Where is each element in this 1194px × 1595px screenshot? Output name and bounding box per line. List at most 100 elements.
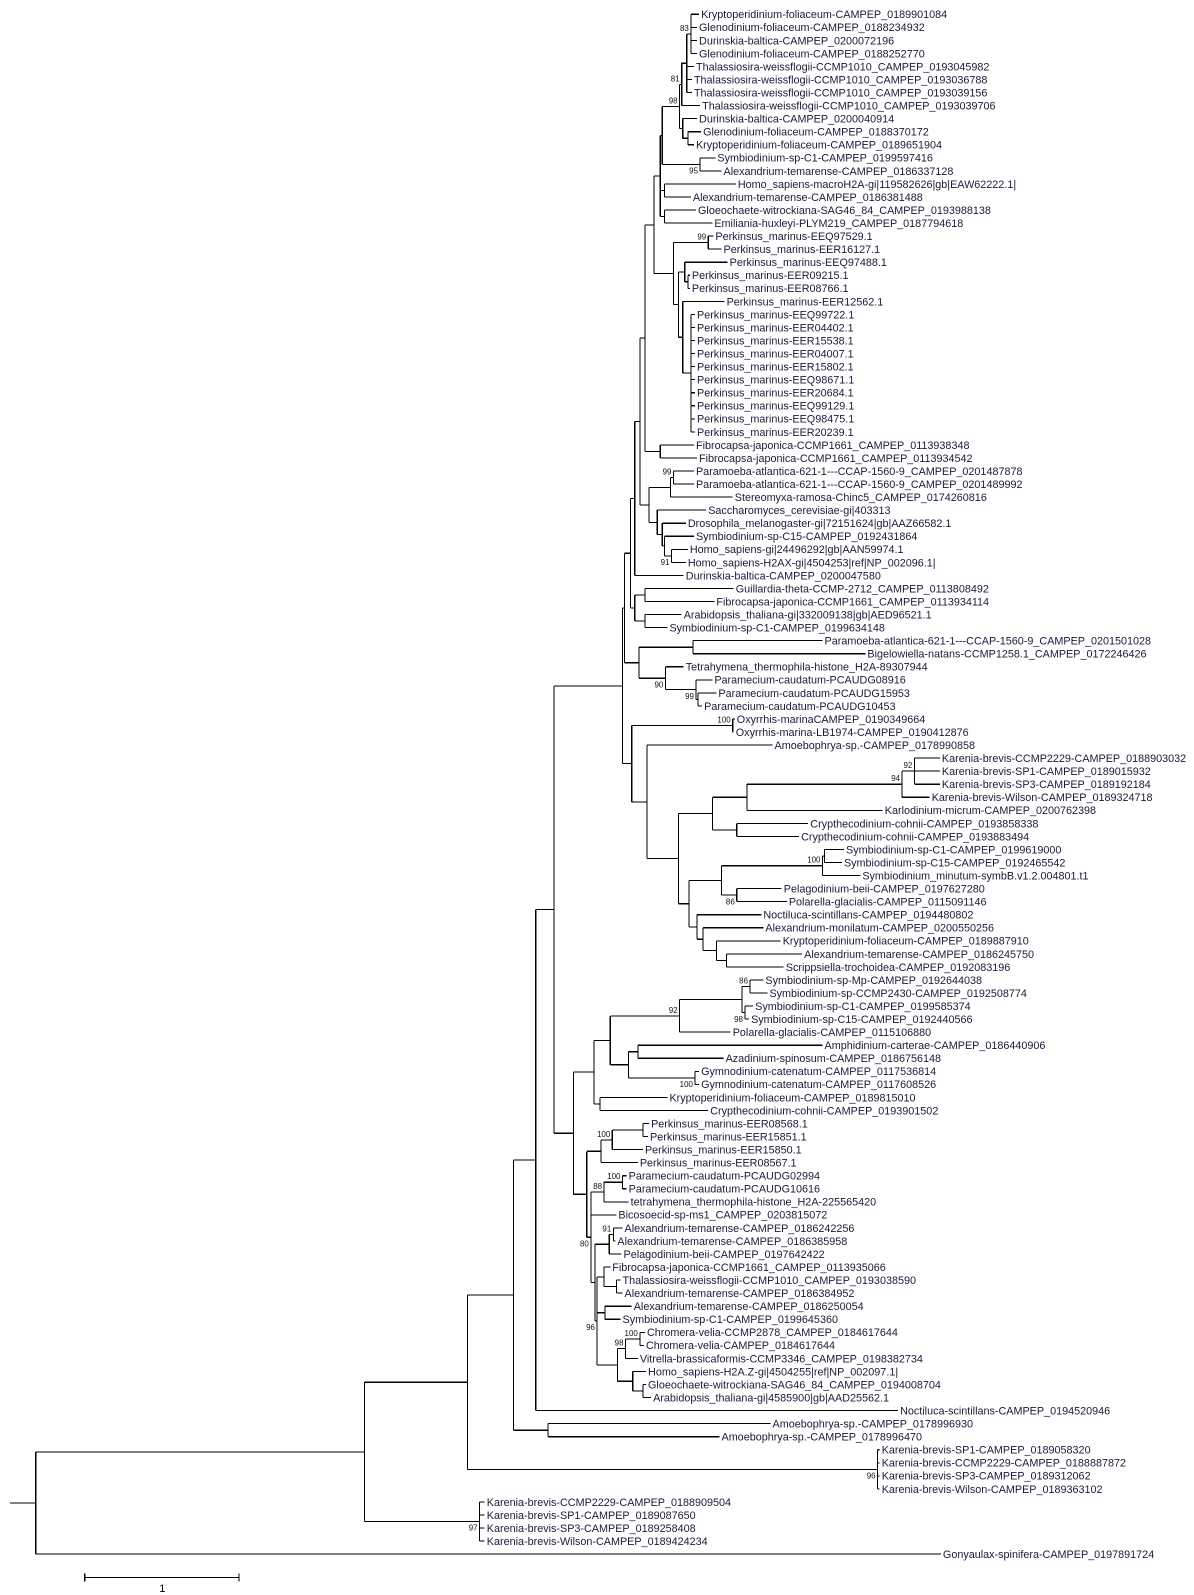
bootstrap-support: 95 [689, 167, 698, 176]
leaf-label: Thalassiosira-weissflogii-CCMP1010_CAMPE… [702, 101, 995, 113]
leaf-label: Paramoeba-atlantica-621-1---CCAP-1560-9_… [696, 466, 1023, 478]
leaf-label: Glenodinium-foliaceum-CAMPEP_0188252770 [699, 48, 925, 60]
leaf-label: Karenia-brevis-SP1-CAMPEP_0189058320 [882, 1445, 1091, 1457]
leaf-label: Kryptoperidinium-foliaceum-CAMPEP_018965… [696, 140, 942, 152]
bootstrap-support: 99 [685, 692, 694, 701]
leaf-label: Perkinsus_marinus-EER16127.1 [724, 244, 881, 256]
leaf-label: Azadinium-spinosum-CAMPEP_0186756148 [726, 1053, 941, 1065]
leaf-label: Crypthecodinium-cohnii-CAMPEP_0193858338 [810, 818, 1038, 830]
leaf-label: Emiliania-huxleyi-PLYM219_CAMPEP_0187794… [714, 218, 963, 230]
leaf-label: Perkinsus_marinus-EER15850.1 [645, 1144, 802, 1156]
leaf-label: Perkinsus_marinus-EER15538.1 [697, 335, 854, 347]
leaf-label: Alexandrium-temarense-CAMPEP_0186385958 [617, 1236, 847, 1248]
leaf-label: Polarella-glacialis-CAMPEP_0115106880 [733, 1027, 931, 1039]
leaf-label: Symbiodinium-sp-C1-CAMPEP_0199597416 [717, 153, 932, 165]
leaf-label: tetrahymena_thermophila-histone_H2A-2255… [631, 1197, 877, 1209]
leaf-label: Alexandrium-temarense-CAMPEP_0186337128 [724, 166, 954, 178]
bootstrap-support: 86 [739, 976, 748, 985]
leaf-label: Crypthecodinium-cohnii-CAMPEP_0193901502 [710, 1105, 938, 1117]
bootstrap-support: 98 [615, 1339, 624, 1348]
leaf-label: Karenia-brevis-SP3-CAMPEP_0189312062 [882, 1471, 1091, 1483]
leaf-label: Oxyrrhis-marinaCAMPEP_0190349664 [737, 714, 925, 726]
leaf-label: Perkinsus_marinus-EER15802.1 [697, 362, 854, 374]
leaf-label: Kryptoperidinium-foliaceum-CAMPEP_018990… [701, 9, 947, 21]
bootstrap-support: 91 [602, 1224, 611, 1233]
leaf-label: Perkinsus_marinus-EEQ98671.1 [697, 375, 854, 387]
bootstrap-support: 100 [607, 1172, 621, 1181]
bootstrap-support: 97 [469, 1524, 478, 1533]
leaf-label: Perkinsus_marinus-EEQ99722.1 [697, 309, 854, 321]
leaf-label: Vitrella-brassicaformis-CCMP3346_CAMPEP_… [640, 1353, 923, 1365]
leaf-label: Symbiodinium-sp-C1-CAMPEP_0199645360 [623, 1314, 838, 1326]
leaf-label: Kryptoperidinium-foliaceum-CAMPEP_018981… [669, 1092, 915, 1104]
bootstrap-support: 99 [697, 233, 706, 242]
leaf-label: Fibrocapsa-japonica-CCMP1661_CAMPEP_0113… [716, 596, 989, 608]
leaf-label: Noctiluca-scintillans-CAMPEP_0194480802 [763, 910, 973, 922]
leaf-label: Saccharomyces_cerevisiae-gi|403313 [708, 505, 890, 517]
leaf-label: Amoebophrya-sp.-CAMPEP_0178996930 [773, 1419, 973, 1431]
leaf-label: Fibrocapsa-japonica-CCMP1661_CAMPEP_0113… [612, 1262, 885, 1274]
leaf-label: Karenia-brevis-CCMP2229-CAMPEP_018890950… [487, 1497, 731, 1509]
leaf-label: Perkinsus_marinus-EEQ97488.1 [730, 257, 887, 269]
leaf-label: Alexandrium-temarense-CAMPEP_0186250054 [634, 1301, 864, 1313]
leaf-label: Homo_sapiens-H2A.Z-gi|4504255|ref|NP_002… [648, 1366, 898, 1378]
bootstrap-support: 98 [669, 96, 678, 105]
leaf-label: Durinskia-baltica-CAMPEP_0200040914 [699, 114, 894, 126]
leaf-label: Symbiodinium_minutum-symbB.v1.2.004801.t… [862, 870, 1088, 882]
leaf-label: Perkinsus_marinus-EER08568.1 [651, 1118, 808, 1130]
leaf-label: Karlodinium-micrum-CAMPEP_0200762398 [885, 805, 1096, 817]
leaf-label: Symbiodinium-sp-C15-CAMPEP_0192440566 [751, 1014, 972, 1026]
bootstrap-support: 99 [663, 467, 672, 476]
leaf-label: Perkinsus_marinus-EER04007.1 [697, 348, 854, 360]
leaf-label: Crypthecodinium-cohnii-CAMPEP_0193883494 [801, 831, 1029, 843]
leaf-label: Gloeochaete-witrockiana-SAG46_84_CAMPEP_… [698, 205, 991, 217]
leaf-label: Guillardia-theta-CCMP-2712_CAMPEP_011380… [736, 583, 989, 595]
leaf-label: Chromera-velia-CCMP2878_CAMPEP_018461764… [647, 1327, 898, 1339]
bootstrap-support: 96 [867, 1472, 876, 1481]
leaf-label: Paramecium-caudatum-PCAUDG15953 [718, 688, 909, 700]
leaf-label: Amphidinium-carterae-CAMPEP_0186440906 [825, 1040, 1046, 1052]
leaf-label: Noctiluca-scintillans-CAMPEP_0194520946 [900, 1405, 1110, 1417]
leaf-label: Pelagodinium-beii-CAMPEP_0197627280 [784, 884, 985, 896]
leaf-label: Homo_sapiens-gi|24496292|gb|AAN59974.1 [690, 544, 904, 556]
leaf-label: Paramecium-caudatum-PCAUDG08916 [714, 675, 905, 687]
leaf-label: Symbiodinium-sp-Mp-CAMPEP_0192644038 [765, 975, 982, 987]
bootstrap-support: 100 [717, 715, 731, 724]
leaf-label: Thalassiosira-weissflogii-CCMP1010_CAMPE… [623, 1275, 916, 1287]
leaf-label: Tetrahymena_thermophila-histone_H2A-8930… [686, 662, 928, 674]
leaf-label: Alexandrium-temarense-CAMPEP_0186245750 [804, 949, 1034, 961]
branches [10, 13, 941, 1555]
leaf-label: Alexandrium-temarense-CAMPEP_0186381488 [693, 192, 923, 204]
scale-bar: 1 [84, 1573, 240, 1595]
leaf-label: Paramecium-caudatum-PCAUDG10616 [629, 1184, 820, 1196]
leaf-label: Pelagodinium-beii-CAMPEP_0197642422 [624, 1249, 825, 1261]
leaf-label: Gymnodinium-catenatum-CAMPEP_0117608526 [701, 1079, 936, 1091]
leaf-label: Drosophila_melanogaster-gi|72151624|gb|A… [688, 518, 952, 530]
scale-bar-line [84, 1573, 240, 1582]
leaf-label: Symbiodinium-sp-C15-CAMPEP_0192431864 [696, 531, 917, 543]
leaf-label: Bigelowiella-natans-CCMP1258.1_CAMPEP_01… [867, 649, 1146, 661]
leaf-label: Perkinsus_marinus-EEQ98475.1 [697, 414, 854, 426]
leaf-label: Glenodinium-foliaceum-CAMPEP_0188234932 [699, 22, 925, 34]
bootstrap-support: 91 [661, 558, 670, 567]
leaf-label: Chromera-velia-CAMPEP_0184617644 [646, 1340, 835, 1352]
leaf-label: Perkinsus_marinus-EER08567.1 [640, 1158, 797, 1170]
leaf-label: Thalassiosira-weissflogii-CCMP1010_CAMPE… [694, 74, 987, 86]
leaf-label: Karenia-brevis-CCMP2229-CAMPEP_018888787… [882, 1458, 1126, 1470]
leaf-label: Gymnodinium-catenatum-CAMPEP_0117536814 [701, 1066, 936, 1078]
leaf-label: Perkinsus_marinus-EER04402.1 [697, 322, 854, 334]
leaf-label: Amoebophrya-sp.-CAMPEP_0178996470 [721, 1432, 921, 1444]
leaf-label: Paramoeba-atlantica-621-1---CCAP-1560-9_… [825, 636, 1152, 648]
leaf-label: Perkinsus_marinus-EEQ97529.1 [715, 231, 872, 243]
leaf-label: Thalassiosira-weissflogii-CCMP1010_CAMPE… [694, 87, 987, 99]
leaf-label: Perkinsus_marinus-EER20684.1 [697, 388, 854, 400]
leaf-label: Alexandrium-temarense-CAMPEP_0186384952 [625, 1288, 855, 1300]
leaf-label: Gonyaulax-spinifera-CAMPEP_0197891724 [943, 1549, 1154, 1561]
leaf-label: Fibrocapsa-japonica-CCMP1661_CAMPEP_0113… [696, 440, 969, 452]
leaf-label: Durinskia-baltica-CAMPEP_0200072196 [699, 35, 894, 47]
leaf-label: Symbiodinium-sp-C1-CAMPEP_0199619000 [846, 844, 1061, 856]
leaf-label: Symbiodinium-sp-C1-CAMPEP_0199585374 [755, 1001, 970, 1013]
leaf-label: Amoebophrya-sp.-CAMPEP_0178990858 [775, 740, 975, 752]
bootstrap-support: 100 [597, 1130, 611, 1139]
